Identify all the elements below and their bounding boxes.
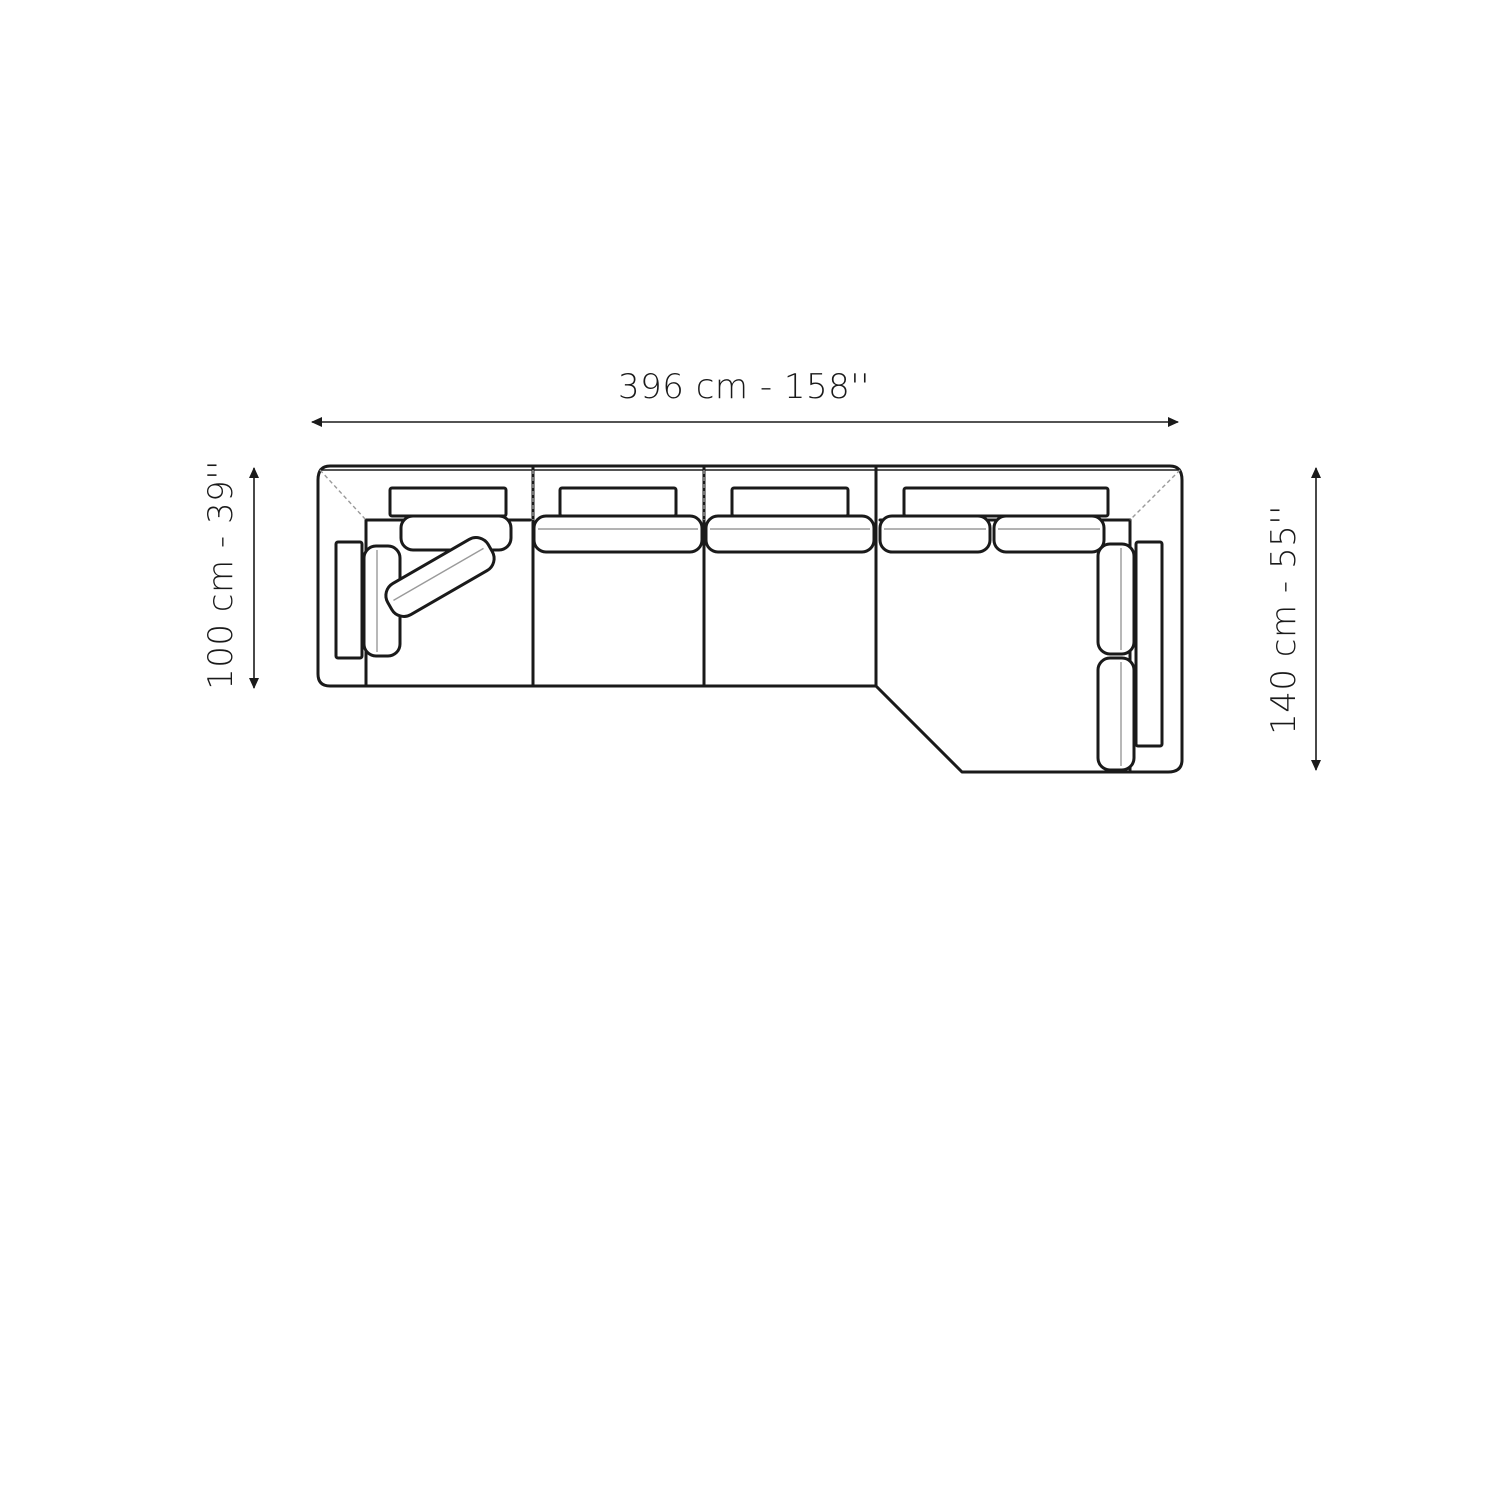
right-depth-label: 140 cm - 55'' — [1264, 505, 1304, 735]
width-label: 396 cm - 158'' — [618, 367, 870, 407]
pillow-tilted — [384, 536, 496, 618]
back-cushion-1 — [388, 486, 508, 518]
right-arm-inner-wall — [878, 518, 1132, 774]
left-depth-dimension: 100 cm - 39'' — [201, 460, 259, 690]
right-depth-dimension: 140 cm - 55'' — [1264, 467, 1321, 771]
corner-guide-right — [1129, 469, 1181, 521]
pillow-right-side-1 — [1096, 542, 1136, 656]
sofa-outer-outline — [316, 464, 1184, 774]
pillow-seat-4a — [878, 514, 992, 554]
pillow-seat-4b — [992, 514, 1106, 554]
width-dimension: 396 cm - 158'' — [311, 367, 1179, 427]
back-cushion-4 — [902, 486, 1110, 518]
left-depth-label: 100 cm - 39'' — [201, 460, 241, 690]
left-arm-bolster — [334, 540, 364, 660]
pillow-seat-2 — [532, 514, 704, 554]
pillow-right-side-2 — [1096, 656, 1136, 772]
back-cushion-2 — [558, 486, 678, 518]
corner-guide-left — [319, 469, 367, 521]
back-cushion-3 — [730, 486, 850, 518]
pillow-left-back — [399, 514, 513, 552]
right-arm-bolster — [1134, 540, 1164, 748]
pillow-seat-3 — [704, 514, 876, 554]
sofa-plan — [316, 464, 1184, 774]
